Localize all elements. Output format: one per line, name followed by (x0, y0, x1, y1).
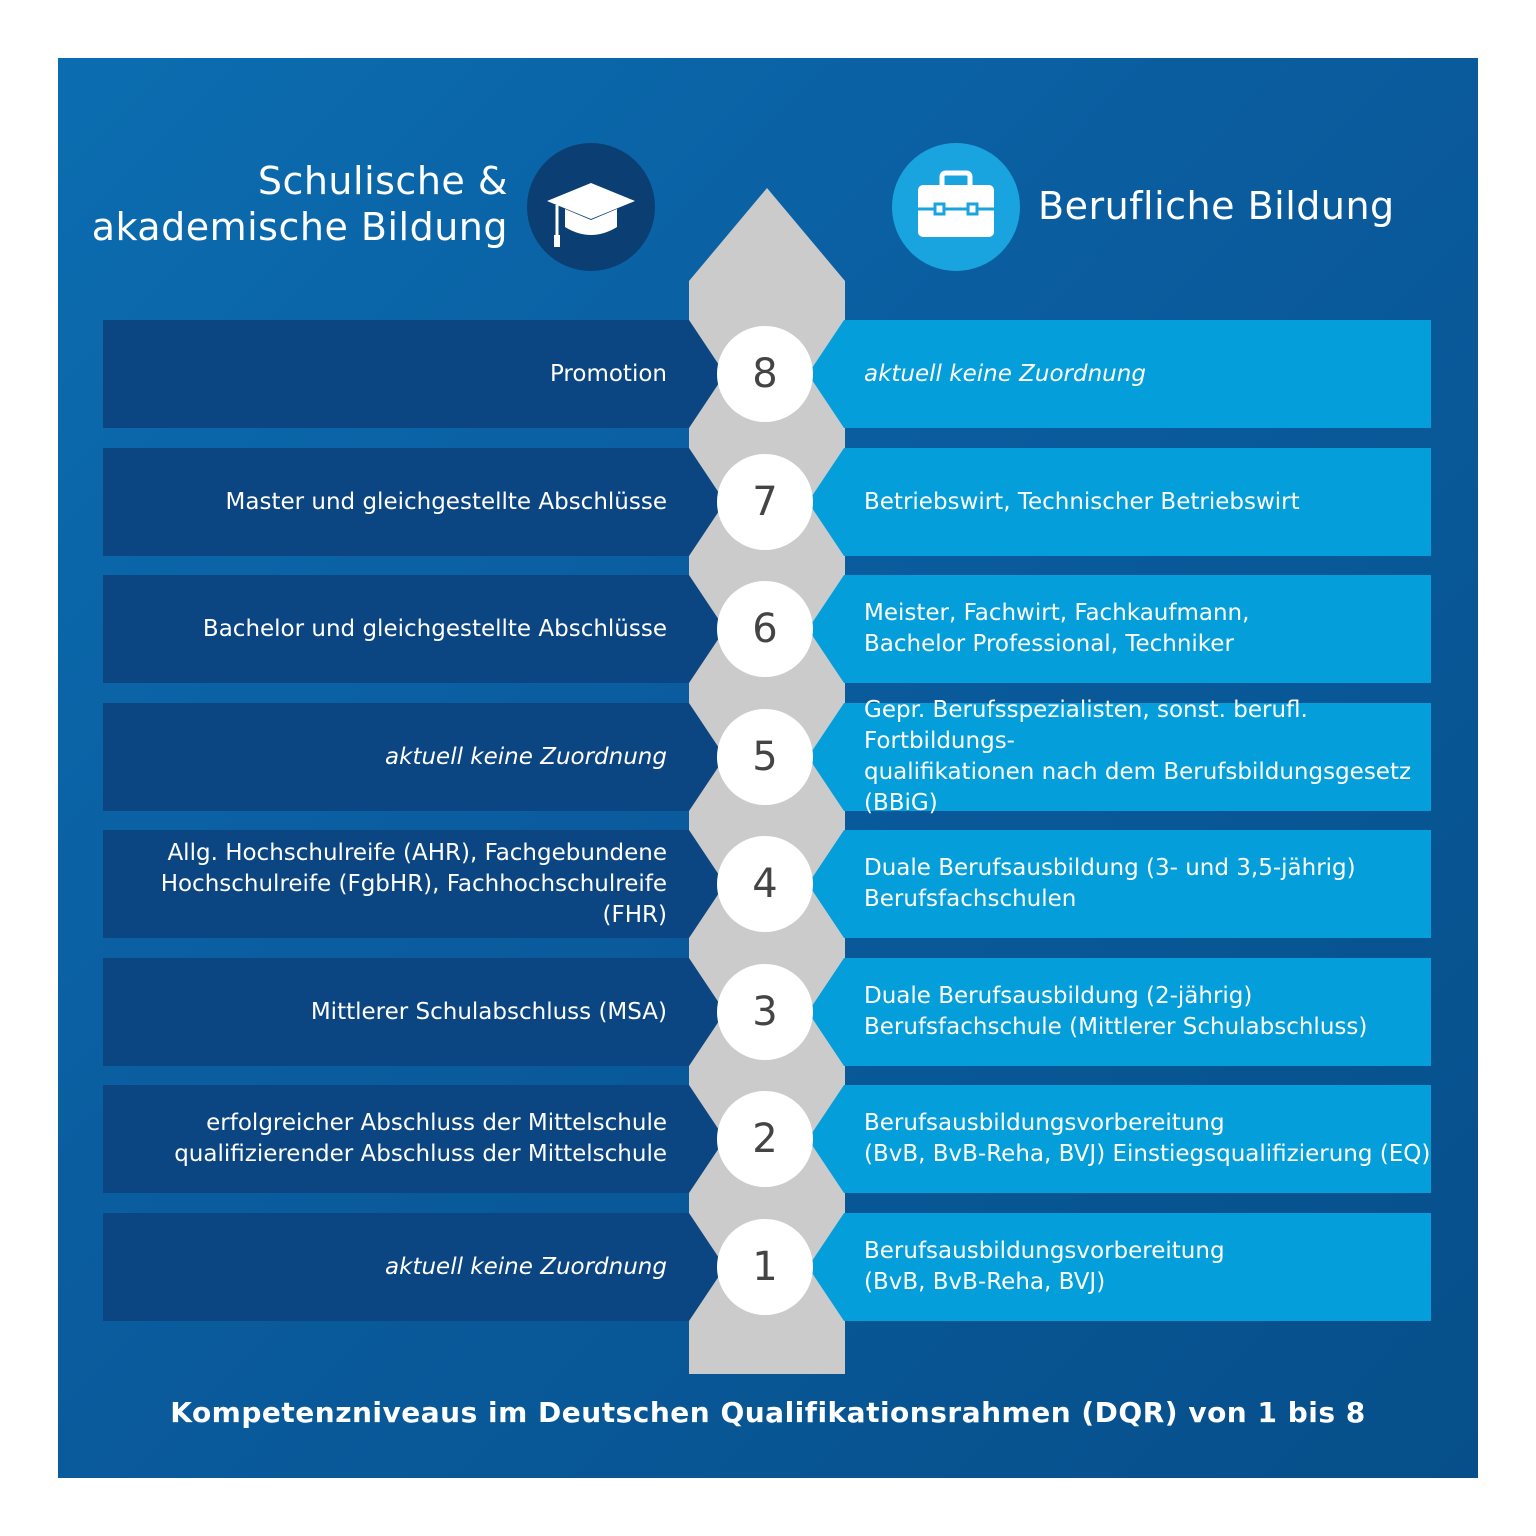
level-number: 2 (752, 1116, 778, 1162)
academic-band: Promotion (103, 320, 689, 428)
level-number: 5 (752, 734, 778, 780)
academic-band: Bachelor und gleichgestellte Abschlüsse (103, 575, 689, 683)
vocational-band-arrow (808, 1213, 844, 1321)
graduation-cap-icon (547, 183, 635, 247)
vocational-education-title: Berufliche Bildung (1038, 184, 1395, 228)
level-row-2: erfolgreicher Abschluss der Mittelschule… (103, 1085, 1431, 1193)
vocational-band-arrow (808, 958, 844, 1066)
level-row-7: Master und gleichgestellte Abschlüsse Bet… (103, 448, 1431, 556)
academic-qualification: Promotion (549, 360, 667, 387)
vocational-qualification: Berufsausbildungsvorbereitung (BvB, BvB-… (864, 1238, 1225, 1295)
dqr-panel: Schulische & akademische Bildung Berufli… (58, 58, 1478, 1478)
vocational-qualification: Betriebswirt, Technischer Betriebswirt (864, 488, 1300, 515)
vocational-qualification: aktuell keine Zuordnung (864, 360, 1146, 387)
academic-qualification: Bachelor und gleichgestellte Abschlüsse (202, 615, 667, 642)
academic-qualification: Mittlerer Schulabschluss (MSA) (310, 998, 667, 1025)
vocational-band: Duale Berufsausbildung (3- und 3,5-jähri… (844, 830, 1431, 938)
vocational-band: Meister, Fachwirt, Fachkaufmann, Bachelo… (844, 575, 1431, 683)
vocational-qualification: Duale Berufsausbildung (2-jährig) Berufs… (864, 983, 1368, 1040)
academic-band: Master und gleichgestellte Abschlüsse (103, 448, 689, 556)
level-number: 4 (752, 861, 778, 907)
academic-band: erfolgreicher Abschluss der Mittelschule… (103, 1085, 689, 1193)
vocational-qualification: Duale Berufsausbildung (3- und 3,5-jähri… (864, 855, 1356, 912)
vocational-band: Berufsausbildungsvorbereitung (BvB, BvB-… (844, 1213, 1431, 1321)
academic-band: Allg. Hochschulreife (AHR), Fachgebunden… (103, 830, 689, 938)
vocational-band: Betriebswirt, Technischer Betriebswirt (844, 448, 1431, 556)
level-circle: 3 (717, 964, 813, 1060)
footer-caption: Kompetenzniveaus im Deutschen Qualifikat… (170, 1396, 1366, 1429)
academic-qualification: aktuell keine Zuordnung (385, 1253, 667, 1280)
level-row-1: aktuell keine Zuordnung Berufsausbildungs… (103, 1213, 1431, 1321)
academic-qualification: aktuell keine Zuordnung (385, 743, 667, 770)
level-circle: 8 (717, 326, 813, 422)
vocational-qualification: Berufsausbildungsvorbereitung (BvB, BvB-… (864, 1110, 1431, 1167)
level-circle: 1 (717, 1219, 813, 1315)
level-circle: 4 (717, 836, 813, 932)
vocational-band-arrow (808, 320, 844, 428)
academic-qualification: erfolgreicher Abschluss der Mittelschule… (174, 1110, 667, 1167)
vocational-band-arrow (808, 703, 844, 811)
graduation-cap-badge (527, 143, 655, 271)
briefcase-badge (892, 143, 1020, 271)
academic-band: Mittlerer Schulabschluss (MSA) (103, 958, 689, 1066)
academic-band: aktuell keine Zuordnung (103, 1213, 689, 1321)
level-circle: 2 (717, 1091, 813, 1187)
level-number: 3 (752, 989, 778, 1035)
vocational-band-arrow (808, 575, 844, 683)
level-circle: 6 (717, 581, 813, 677)
level-row-8: Promotion aktuell keine Zuordnung 8 (103, 320, 1431, 428)
vocational-band-arrow (808, 448, 844, 556)
vocational-band: Gepr. Berufsspezialisten, sonst. berufl.… (844, 697, 1431, 816)
vocational-qualification: Gepr. Berufsspezialisten, sonst. berufl.… (864, 697, 1412, 816)
academic-education-title: Schulische & akademische Bildung (91, 159, 508, 249)
vocational-band: Duale Berufsausbildung (2-jährig) Berufs… (844, 958, 1431, 1066)
vocational-band-arrow (808, 830, 844, 938)
level-number: 1 (752, 1244, 778, 1290)
academic-qualification: Allg. Hochschulreife (AHR), Fachgebunden… (160, 839, 667, 928)
level-row-4: Allg. Hochschulreife (AHR), Fachgebunden… (103, 830, 1431, 938)
level-number: 6 (752, 606, 778, 652)
briefcase-icon (918, 170, 994, 237)
level-row-3: Mittlerer Schulabschluss (MSA) Duale Beru… (103, 958, 1431, 1066)
academic-qualification: Master und gleichgestellte Abschlüsse (225, 488, 667, 515)
vocational-band: Berufsausbildungsvorbereitung (BvB, BvB-… (844, 1085, 1431, 1193)
vocational-band-arrow (808, 1085, 844, 1193)
vocational-band: aktuell keine Zuordnung (844, 320, 1431, 428)
level-circle: 7 (717, 454, 813, 550)
vocational-qualification: Meister, Fachwirt, Fachkaufmann, Bachelo… (864, 600, 1250, 657)
level-number: 8 (752, 351, 778, 397)
academic-band: aktuell keine Zuordnung (103, 703, 689, 811)
level-row-5: aktuell keine Zuordnung Gepr. Berufsspezi… (103, 697, 1431, 816)
level-circle: 5 (717, 709, 813, 805)
level-row-6: Bachelor und gleichgestellte Abschlüsse M… (103, 575, 1431, 683)
level-number: 7 (752, 479, 778, 525)
